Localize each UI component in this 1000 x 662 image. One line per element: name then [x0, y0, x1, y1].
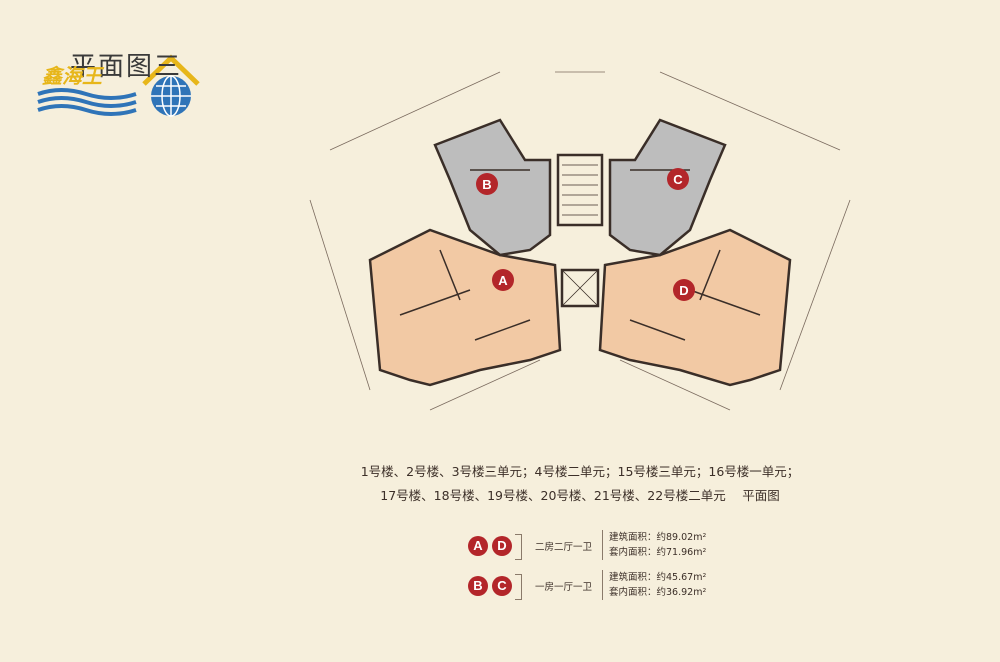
- build-area: 建筑面积：约89.02m²: [609, 532, 707, 543]
- unit-label-b: B: [476, 173, 498, 195]
- logo: [36, 42, 206, 122]
- unit-label-d: D: [673, 279, 695, 301]
- svg-text:C: C: [673, 172, 683, 187]
- inner-area: 套内面积：约71.96m²: [609, 547, 707, 558]
- unit-label-c: C: [667, 168, 689, 190]
- page-title: 平面图三: [70, 52, 183, 82]
- room-type: 一房一厅一卫: [535, 582, 593, 593]
- room-type: 二房二厅一卫: [535, 542, 593, 553]
- svg-text:A: A: [498, 273, 508, 288]
- legend-bracket: [515, 534, 522, 560]
- unit-c-area: [608, 118, 727, 257]
- legend-badge: B: [468, 576, 488, 596]
- area-box: 建筑面积：约89.02m² 套内面积：约71.96m²: [602, 530, 706, 560]
- logo-graphic: [37, 54, 200, 117]
- caption-line-2: 17号楼、18号楼、19号楼、20号楼、21号楼、22号楼二单元 平面图: [380, 488, 780, 503]
- floor-plan: A B C D: [309, 71, 851, 411]
- legend-bracket: [515, 574, 522, 600]
- legend-badge: D: [492, 536, 512, 556]
- legend-badge: A: [468, 536, 488, 556]
- svg-text:B: B: [482, 177, 491, 192]
- legend-badge: C: [492, 576, 512, 596]
- build-area: 建筑面积：约45.67m²: [609, 572, 707, 583]
- caption-line-1: 1号楼、2号楼、3号楼三单元；4号楼二单元；15号楼三单元；16号楼一单元；: [360, 464, 800, 479]
- svg-text:D: D: [679, 283, 688, 298]
- unit-label-a: A: [492, 269, 514, 291]
- inner-area: 套内面积：约36.92m²: [609, 587, 707, 598]
- unit-d-area: [598, 228, 792, 387]
- stair-core: [556, 153, 604, 227]
- dimension-lines: [309, 71, 851, 411]
- area-box: 建筑面积：约45.67m² 套内面积：约36.92m²: [602, 570, 706, 600]
- unit-a-area: [368, 228, 562, 387]
- logo-text: 鑫海王: [42, 64, 102, 88]
